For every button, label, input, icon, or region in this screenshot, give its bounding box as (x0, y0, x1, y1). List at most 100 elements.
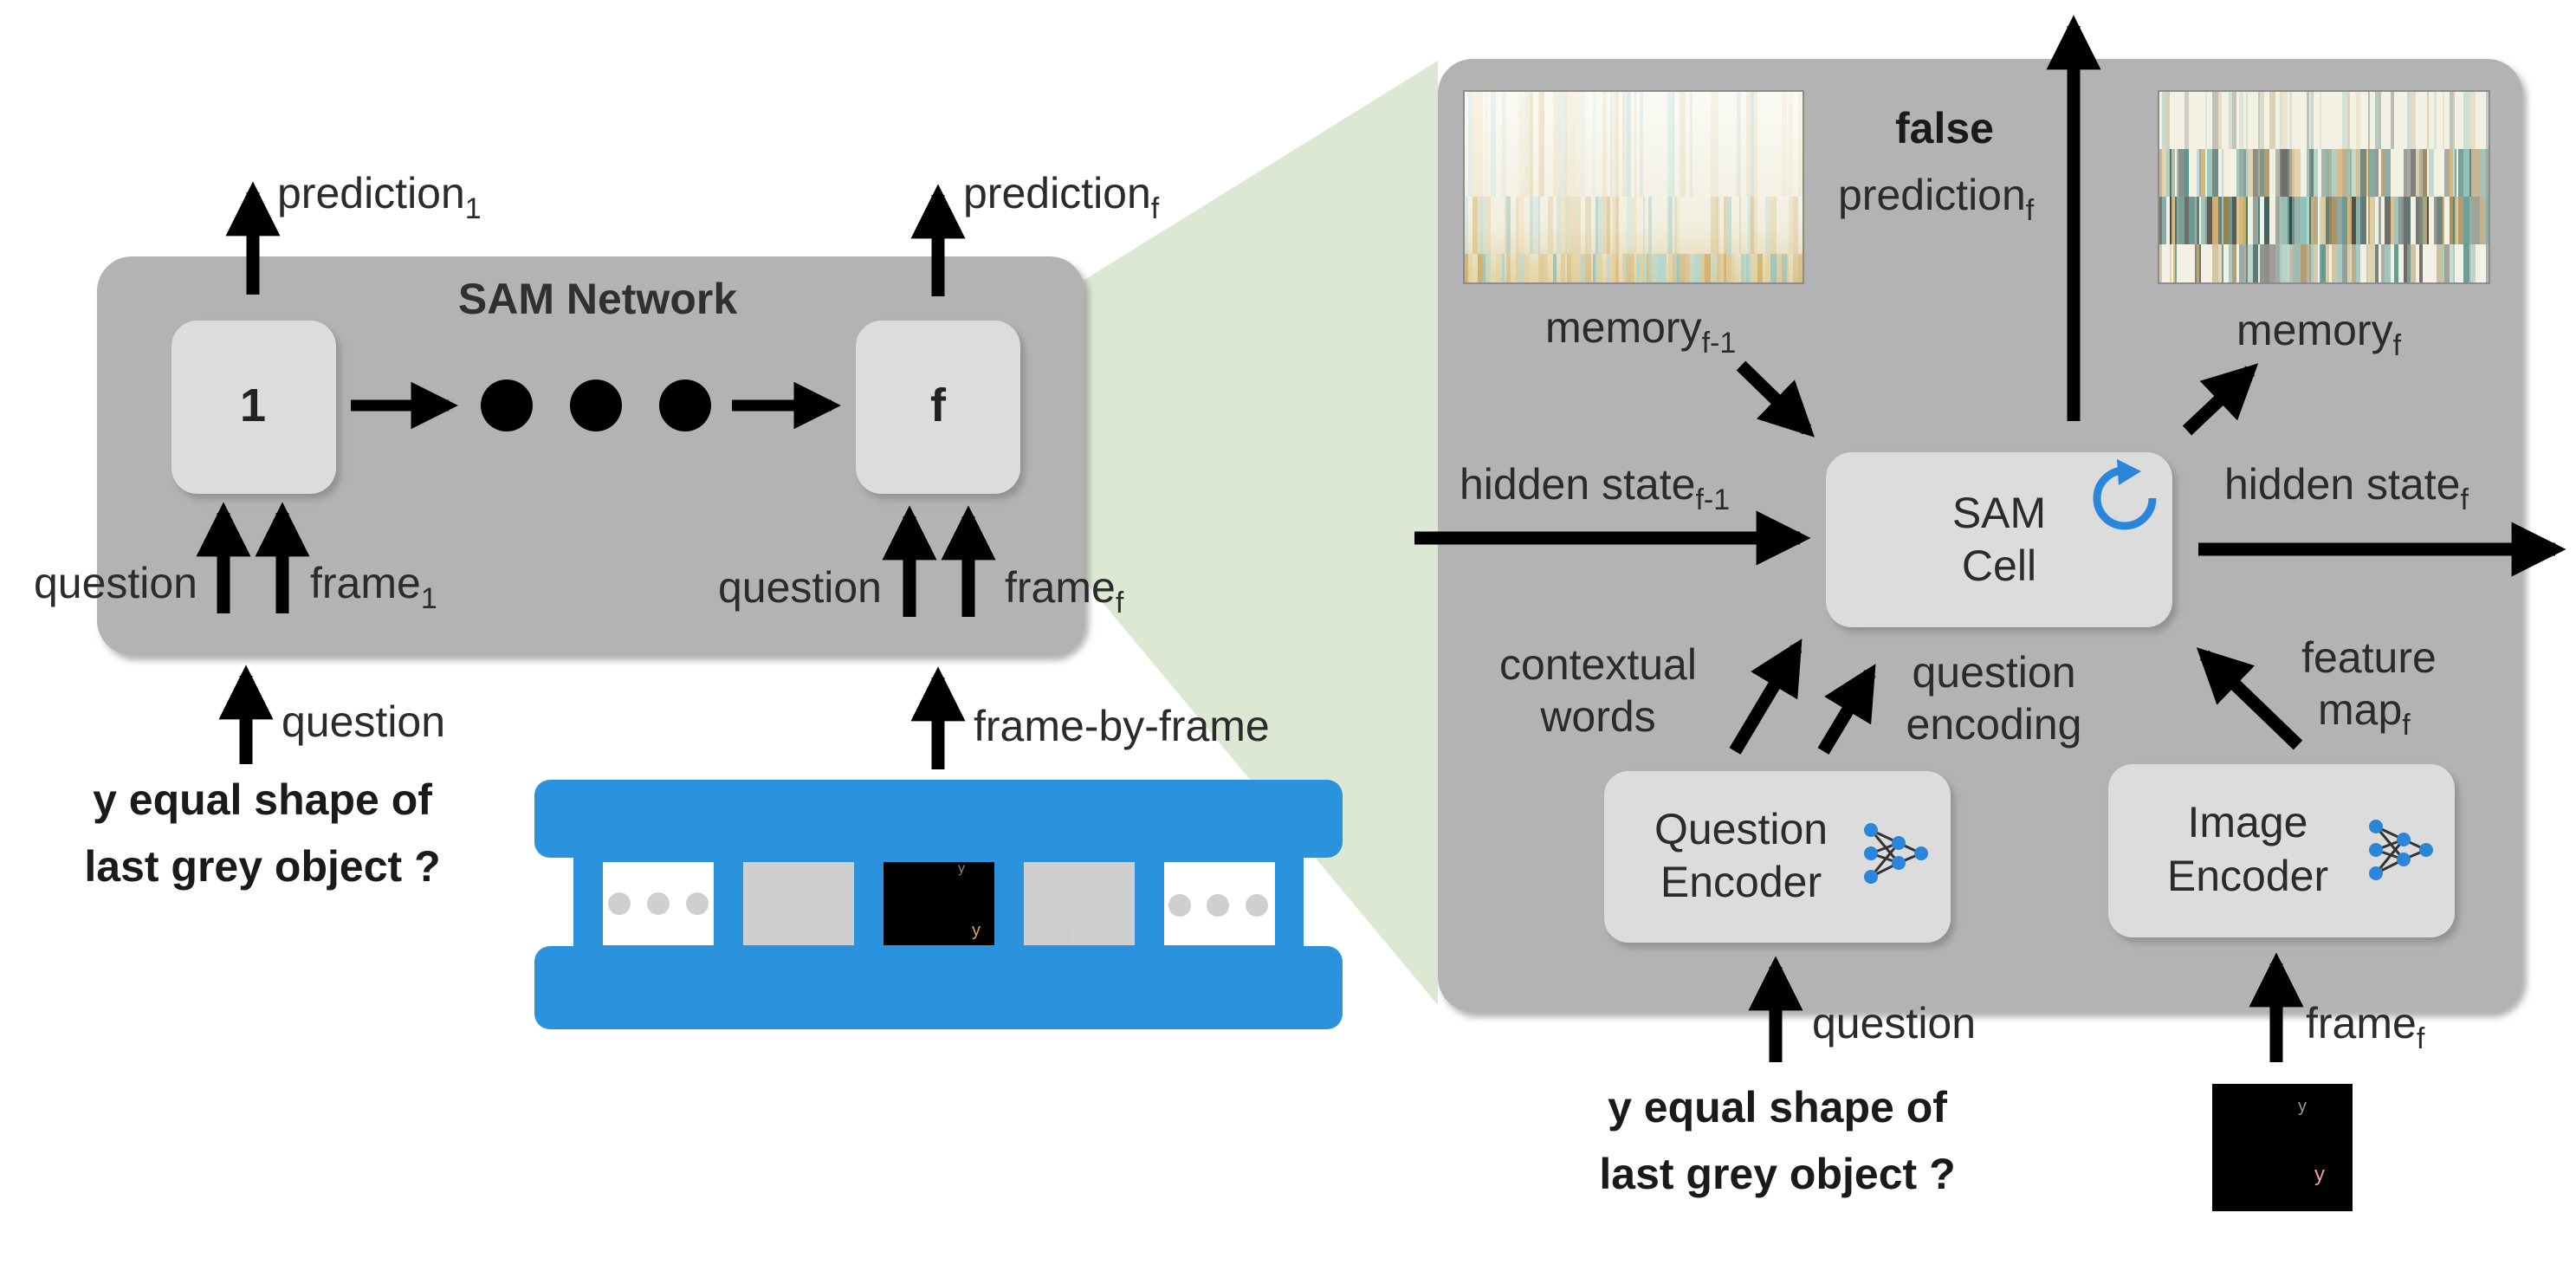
heatmap-stripe (1516, 254, 1518, 282)
heatmap-stripe (2370, 244, 2375, 282)
heatmap-stripe (1673, 254, 1674, 282)
heatmap-stripe (1631, 254, 1634, 282)
heatmap-stripe (2347, 197, 2350, 244)
heatmap-stripe (2329, 149, 2332, 197)
heatmap-stripe (2407, 244, 2411, 282)
heatmap-stripe (2458, 149, 2463, 197)
heatmap-stripe (2337, 149, 2342, 197)
heatmap-stripe (2212, 92, 2218, 149)
heatmap-stripe (2280, 244, 2282, 282)
heatmap-stripe (1561, 197, 1565, 254)
heatmap-stripe (2326, 149, 2329, 197)
heatmap-stripe (2321, 244, 2326, 282)
heatmap-stripe (1782, 254, 1787, 282)
heatmap-stripe (1645, 254, 1647, 282)
heatmap-stripe (1478, 92, 1479, 197)
heatmap-stripe (2469, 149, 2471, 197)
heatmap-stripe (2370, 149, 2375, 197)
heatmap-stripe (1593, 254, 1595, 282)
heatmap-stripe (1757, 254, 1763, 282)
question-text-line2: last grey object ? (84, 842, 440, 891)
film-frame-black (883, 862, 994, 945)
refresh-icon (2093, 459, 2157, 530)
heatmap-stripe (2178, 197, 2184, 244)
heatmap-stripe (2275, 244, 2280, 282)
heatmap-stripe (1770, 197, 1777, 254)
heatmap-stripe (1472, 197, 1478, 254)
heatmap-stripe (1724, 254, 1726, 282)
heatmap-stripe (1615, 92, 1619, 197)
sam-network-title: SAM Network (458, 275, 737, 323)
heatmap-stripe (2269, 92, 2275, 149)
heatmap-stripe (2471, 92, 2476, 149)
heatmap-stripe (2385, 197, 2391, 244)
heatmap-stripe (2347, 244, 2350, 282)
feature-map-label: mapf (2318, 685, 2411, 742)
heatmap-stripe (1667, 197, 1668, 254)
heatmap-stripe (2366, 149, 2368, 197)
heatmap-stripe (2292, 197, 2294, 244)
heatmap-stripe (2463, 197, 2469, 244)
heatmap-stripe (1530, 92, 1533, 197)
heatmap-stripe (1741, 254, 1744, 282)
heatmap-stripe (2350, 197, 2352, 244)
heatmap-stripe (2260, 92, 2264, 149)
heatmap-stripe (2232, 197, 2236, 244)
heatmap-stripe (1468, 92, 1472, 197)
heatmap-stripe (1567, 254, 1571, 282)
heatmap-stripe (2162, 92, 2166, 149)
heatmap-stripe (1465, 197, 1468, 254)
heatmap-stripe (1571, 197, 1575, 254)
heatmap-stripe (1739, 197, 1741, 254)
heatmap-stripe (1690, 254, 1693, 282)
heatmap-stripe (2450, 92, 2453, 149)
bottom-question-text-line2: last grey object ? (1599, 1150, 1955, 1198)
frame-last-label: framef (1005, 563, 1124, 619)
heatmap-stripe (2253, 149, 2258, 197)
heatmap-stripe (2471, 149, 2476, 197)
heatmap-stripe (2288, 197, 2289, 244)
heatmap-stripe (1754, 92, 1757, 197)
heatmap-stripe (2246, 197, 2248, 244)
heatmap-stripe (1485, 254, 1487, 282)
neural-network-icon (1864, 823, 1928, 884)
heatmap-stripe (2197, 149, 2199, 197)
heatmap-stripe (2368, 149, 2370, 197)
heatmap-stripe (1598, 254, 1602, 282)
heatmap-stripe (2381, 149, 2385, 197)
heatmap-stripe (2437, 197, 2443, 244)
heatmap-stripe (2162, 197, 2166, 244)
heatmap-stripe (2218, 92, 2222, 149)
heatmap-stripe (1615, 197, 1619, 254)
heatmap-stripe (2173, 244, 2175, 282)
heatmap-stripe (2429, 149, 2434, 197)
heatmap-stripe (2379, 197, 2381, 244)
heatmap-stripe (1693, 254, 1695, 282)
heatmap-stripe (2458, 197, 2463, 244)
heatmap-stripe (2471, 244, 2476, 282)
memory-prev-heatmap (1463, 90, 1804, 284)
heatmap-stripe (2294, 197, 2301, 244)
heatmap-stripe (2407, 197, 2411, 244)
heatmap-stripe (2453, 197, 2455, 244)
heatmap-stripe (1789, 92, 1793, 197)
heatmap-stripe (2289, 244, 2292, 282)
heatmap-stripe (2218, 244, 2222, 282)
heatmap-stripe (2288, 149, 2289, 197)
heatmap-stripe (1472, 92, 1478, 197)
heatmap-stripe (1680, 254, 1686, 282)
heatmap-stripe (2264, 149, 2269, 197)
bottom-frame-label: framef (2306, 999, 2425, 1055)
heatmap-stripe (2232, 92, 2236, 149)
heatmap-stripe (2444, 149, 2450, 197)
zoom-connector (1005, 61, 1438, 1005)
heatmap-stripe (2419, 244, 2423, 282)
question-text-line1: y equal shape of (93, 775, 432, 824)
heatmap-stripe (1674, 254, 1677, 282)
heatmap-stripe (2309, 244, 2311, 282)
heatmap-stripe (2189, 197, 2195, 244)
question-encoding-line2: encoding (1906, 700, 2082, 749)
heatmap-stripe (2236, 149, 2239, 197)
heatmap-stripe (2463, 149, 2469, 197)
